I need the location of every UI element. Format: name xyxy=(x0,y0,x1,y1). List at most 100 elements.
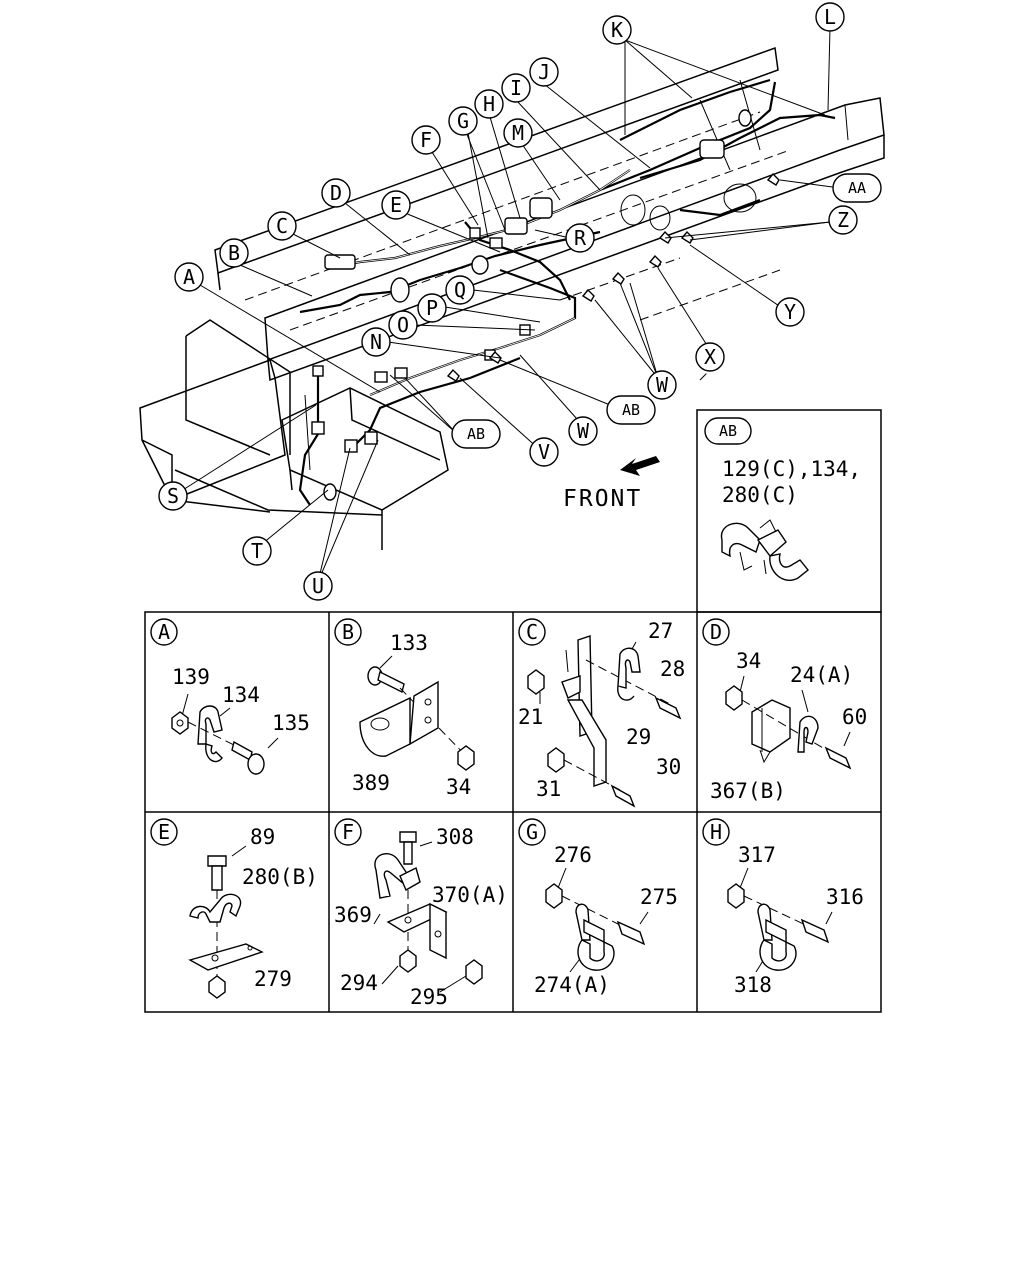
callout-circles: A B C D E F G H I J K L M AA Z R Y Q P O… xyxy=(158,2,882,601)
detail-panel-H: H 317 316 318 xyxy=(702,818,864,997)
callout-B: B xyxy=(219,238,249,268)
callout-L: L xyxy=(815,2,845,32)
detail-panel-A: A 139 134 135 xyxy=(150,618,310,775)
svg-text:AA: AA xyxy=(848,179,866,197)
svg-text:L: L xyxy=(824,5,836,29)
svg-text:T: T xyxy=(251,539,263,563)
part-label-274A: 274(A) xyxy=(534,973,610,997)
callout-J: J xyxy=(529,57,559,87)
callout-C: C xyxy=(267,211,297,241)
svg-text:N: N xyxy=(370,330,382,354)
callout-N: N xyxy=(361,327,391,357)
detail-panel-D: D 34 24(A) 60 367(B) xyxy=(702,618,867,803)
callout-P: P xyxy=(417,293,447,323)
panel-letter: B xyxy=(342,620,354,644)
part-label-27: 27 xyxy=(648,619,673,643)
svg-text:M: M xyxy=(512,121,524,145)
front-label: FRONT xyxy=(563,486,642,512)
panel-letter: AB xyxy=(719,422,737,440)
part-label-370A: 370(A) xyxy=(432,883,508,907)
part-label-275: 275 xyxy=(640,885,678,909)
part-label-21: 21 xyxy=(518,705,543,729)
callout-T: T xyxy=(242,536,272,566)
part-label-276: 276 xyxy=(554,843,592,867)
part-label-30: 30 xyxy=(656,755,681,779)
part-label-60: 60 xyxy=(842,705,867,729)
svg-text:G: G xyxy=(457,109,469,133)
svg-text:D: D xyxy=(330,181,342,205)
callout-O: O xyxy=(388,310,418,340)
svg-text:V: V xyxy=(538,440,550,464)
svg-text:Q: Q xyxy=(454,278,466,302)
panel-letter: H xyxy=(710,820,722,844)
svg-text:X: X xyxy=(704,345,716,369)
svg-text:I: I xyxy=(510,76,522,100)
part-label-316: 316 xyxy=(826,885,864,909)
part-label-133: 133 xyxy=(390,631,428,655)
chassis-illustration: F R ON T xyxy=(139,2,885,601)
callout-D: D xyxy=(321,178,351,208)
svg-text:B: B xyxy=(228,241,240,265)
callout-leader-lines xyxy=(174,27,841,583)
callout-G: G xyxy=(448,106,478,136)
svg-text:AB: AB xyxy=(622,401,640,419)
callout-W-upper: W xyxy=(647,370,677,400)
svg-text:E: E xyxy=(390,193,402,217)
detail-panel-AB: AB 129(C),134, 280(C) xyxy=(704,417,861,581)
svg-text:AB: AB xyxy=(467,425,485,443)
part-label-317: 317 xyxy=(738,843,776,867)
detail-panel-F: F 308 369 370(A) 294 295 xyxy=(334,818,508,1009)
svg-text:C: C xyxy=(276,214,288,238)
svg-text:A: A xyxy=(183,265,195,289)
callout-Y: Y xyxy=(775,297,805,327)
detail-grid xyxy=(144,409,882,1013)
part-label-389: 389 xyxy=(352,771,390,795)
callout-AB-upper: AB xyxy=(606,395,656,425)
callout-E: E xyxy=(381,190,411,220)
svg-text:P: P xyxy=(426,296,438,320)
svg-text:K: K xyxy=(611,18,623,42)
callout-F: F xyxy=(411,125,441,155)
part-label-135: 135 xyxy=(272,711,310,735)
part-number-line2: 280(C) xyxy=(722,483,798,507)
double-clip-part xyxy=(720,519,809,581)
panel-letter: G xyxy=(526,820,538,844)
svg-text:W: W xyxy=(656,373,669,397)
part-label-279: 279 xyxy=(254,967,292,991)
detail-panel-G: G 276 275 274(A) xyxy=(518,818,678,997)
svg-text:F: F xyxy=(420,128,432,152)
part-label-89: 89 xyxy=(250,825,275,849)
callout-X: X xyxy=(695,342,725,372)
panel-letter: E xyxy=(158,820,170,844)
panel-letter: D xyxy=(710,620,722,644)
callout-R: R xyxy=(565,223,595,253)
front-arrow-icon xyxy=(620,456,660,476)
part-label-34: 34 xyxy=(736,649,761,673)
callout-H: H xyxy=(474,89,504,119)
svg-text:H: H xyxy=(483,92,495,116)
part-label-24A: 24(A) xyxy=(790,663,853,687)
part-label-28: 28 xyxy=(660,657,685,681)
part-label-139: 139 xyxy=(172,665,210,689)
svg-text:J: J xyxy=(538,60,550,84)
detail-panel-C: C 27 28 21 29 31 30 xyxy=(518,618,685,808)
part-label-31: 31 xyxy=(536,777,561,801)
part-label-134: 134 xyxy=(222,683,260,707)
detail-panel-E: E 89 280(B) 279 xyxy=(150,818,318,999)
svg-text:R: R xyxy=(574,226,587,250)
svg-text:Z: Z xyxy=(837,208,849,232)
part-label-318: 318 xyxy=(734,973,772,997)
part-label-295: 295 xyxy=(410,985,448,1009)
callout-Z: Z xyxy=(828,205,858,235)
svg-text:W: W xyxy=(577,419,590,443)
part-label-367B: 367(B) xyxy=(710,779,786,803)
callout-A: A xyxy=(174,262,204,292)
callout-K: K xyxy=(602,15,632,45)
callout-Q: Q xyxy=(445,275,475,305)
callout-V: V xyxy=(529,437,559,467)
panel-letter: A xyxy=(158,620,170,644)
svg-text:S: S xyxy=(167,484,179,508)
callout-S: S xyxy=(158,481,188,511)
panel-letter: F xyxy=(342,820,354,844)
